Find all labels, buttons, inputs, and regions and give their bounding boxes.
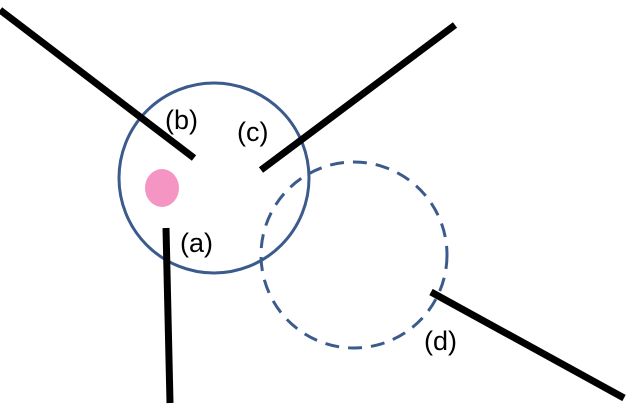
arm-b [0, 7, 197, 161]
label-b: (b) [165, 105, 198, 135]
dashed-circle [259, 160, 449, 350]
label-c: (c) [237, 117, 268, 147]
label-a: (a) [180, 228, 213, 258]
label-d: (d) [424, 326, 457, 356]
pink-dot [145, 169, 179, 207]
solid-circle [117, 81, 311, 275]
arm-a [162, 227, 174, 404]
arm-c [258, 22, 458, 173]
arm-d [429, 288, 626, 402]
